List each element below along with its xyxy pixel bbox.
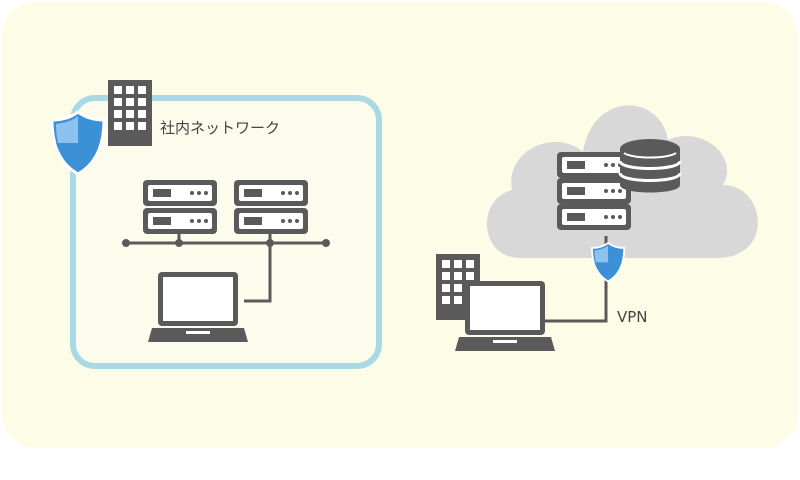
vpn-label: VPN — [617, 308, 648, 326]
internal-network-boundary — [70, 95, 382, 369]
internal-network-label: 社内ネットワーク — [160, 119, 280, 137]
laptop-icon — [455, 281, 555, 351]
office-building-icon — [108, 80, 152, 146]
laptop-icon — [148, 272, 248, 342]
vpn-connection-line — [545, 236, 608, 323]
database-icon — [618, 139, 682, 193]
network-bus-line — [122, 234, 330, 303]
